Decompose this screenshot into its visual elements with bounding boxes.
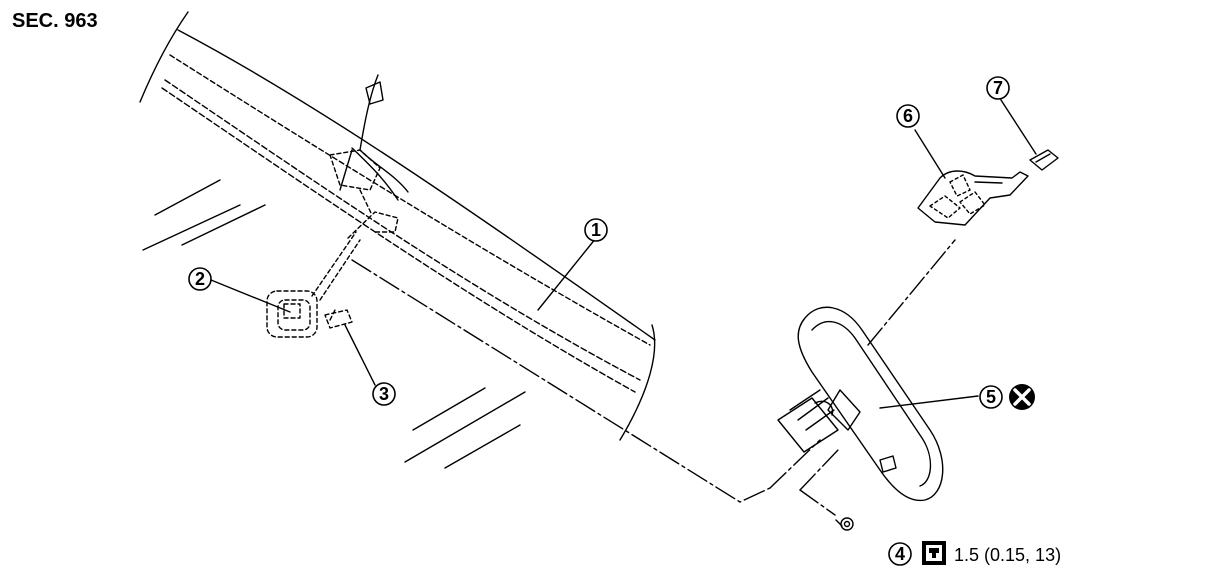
callout-2: 2 [188,267,212,291]
svg-text:1: 1 [591,220,601,240]
callout-5: 5 [979,385,1003,409]
callout-7: 7 [986,76,1010,100]
section-label: SEC. 963 [12,10,98,32]
screw [835,517,854,531]
mirror-cover [917,170,1029,226]
svg-text:6: 6 [903,106,913,126]
mount-base [266,149,399,338]
cross-circle-icon [1009,384,1035,410]
connector-clip [1029,149,1059,171]
wire-clip [324,309,353,329]
torque-wrench-icon [922,541,946,565]
callout-4: 4 [888,542,912,566]
callout-6: 6 [896,104,920,128]
windshield [139,11,656,469]
harness [339,74,409,201]
svg-text:7: 7 [993,78,1003,98]
callout-3: 3 [372,382,396,406]
svg-text:5: 5 [986,387,996,407]
callout-1: 1 [584,218,608,242]
svg-text:4: 4 [895,544,905,564]
svg-text:3: 3 [379,384,389,404]
inside-mirror [777,306,944,502]
torque-spec: 1.5 (0.15, 13) [954,545,1062,565]
svg-text:2: 2 [195,269,205,289]
